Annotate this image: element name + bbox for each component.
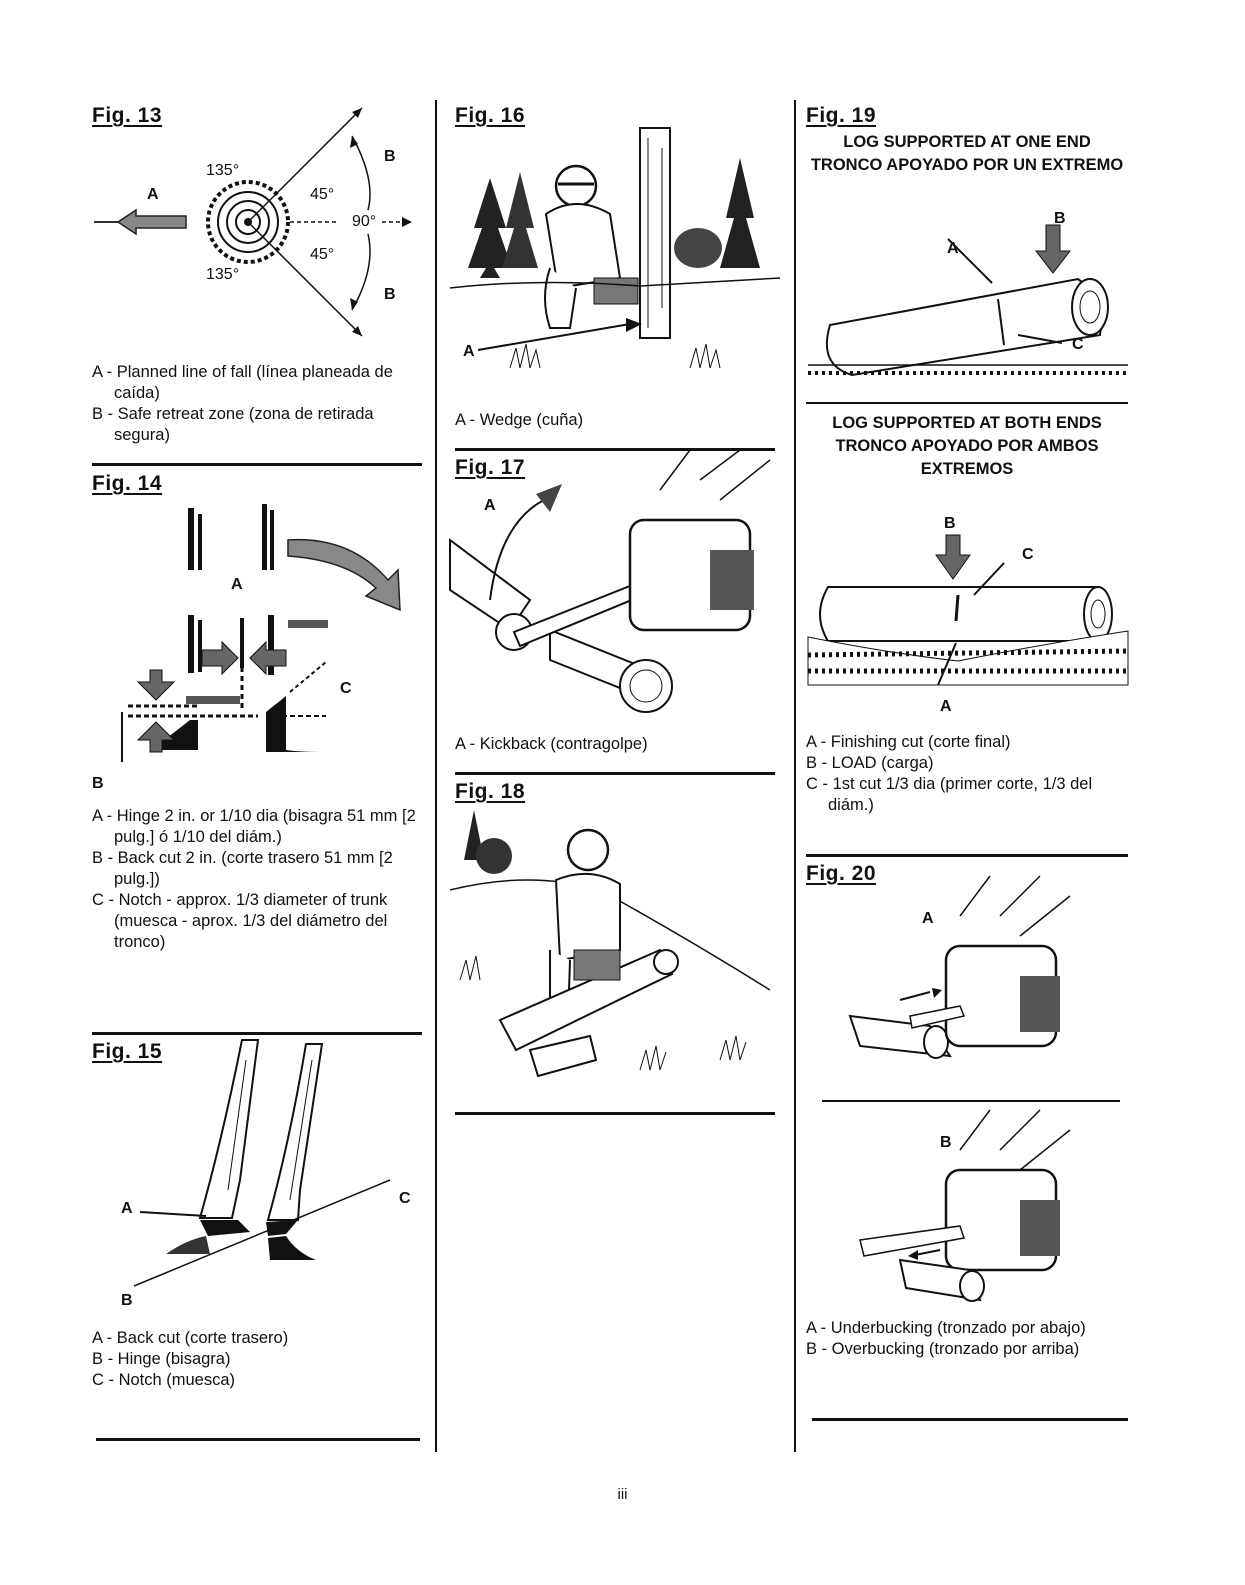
fig19-heading-line: TRONCO APOYADO POR AMBOS [835,437,1099,455]
fig20-label-b: B [940,1134,952,1151]
fig14-label-a: A [231,576,243,593]
fig19-legend-item: A - Finishing cut (corte final) [806,733,1011,751]
fig15-label-b: B [121,1292,133,1309]
fig19-one-end-label-b: B [1054,210,1066,227]
fig19-legend-item: B - LOAD (carga) [806,754,934,772]
fig18-rule [455,1112,775,1115]
fig16-legend: A - Wedge (cuña) [455,410,775,431]
fig16-legend-item: A - Wedge (cuña) [455,411,584,429]
fig13-label-45-top: 45° [310,186,335,203]
fig17-kickback-illustration [449,449,771,713]
fig18-bucking-illustration [449,810,771,1078]
fig19-log-both-ends-diagram [807,534,1129,686]
fig13-legend-item: A - Planned line of fall (línea planeada… [92,363,393,402]
fig13-felling-diagram [94,107,412,337]
fig14-label-b: B [92,775,104,792]
fig17-legend: A - Kickback (contragolpe) [455,734,775,755]
fig17-rule [455,772,775,775]
fig14-legend-item: C - Notch - approx. 1/3 diameter of trun… [92,891,388,951]
fig14-legend-item: B - Back cut 2 in. (corte trasero 51 mm … [92,849,393,888]
fig15-label-c: C [399,1190,411,1207]
fig20-rule [812,1418,1128,1421]
fig20-overbucking-illustration [859,1109,1071,1302]
fig19-legend: A - Finishing cut (corte final) B - LOAD… [806,732,1128,816]
fig20-legend-item: B - Overbucking (tronzado por arriba) [806,1340,1080,1358]
fig13-label-45-bottom: 45° [310,246,335,263]
fig17-title: Fig. 17 [455,456,526,479]
fig13-label-135-top: 135° [206,162,240,179]
fig14-legend: A - Hinge 2 in. or 1/10 dia (bisagra 51 … [92,806,422,953]
fig13-legend: A - Planned line of fall (línea planeada… [92,362,422,446]
fig13-rule [92,463,422,466]
fig13-legend-item: B - Safe retreat zone (zona de retirada … [92,405,374,444]
fig19-title: Fig. 19 [806,104,877,127]
fig19-both-ends-label-c: C [1022,546,1034,563]
fig20-label-a: A [922,910,934,927]
fig13-label-a: A [147,186,159,203]
fig13-title: Fig. 13 [92,104,163,127]
fig15-title: Fig. 15 [92,1040,163,1063]
fig15-legend: A - Back cut (corte trasero) B - Hinge (… [92,1328,422,1391]
fig18-title: Fig. 18 [455,780,526,803]
fig13-label-b-bottom: B [384,286,396,303]
fig19-both-ends-label-b: B [944,515,956,532]
fig15-tree-cut-diagram [133,1039,391,1287]
fig20-mid-rule [822,1100,1120,1102]
fig14-rule [92,1032,422,1035]
fig20-underbucking-illustration [848,875,1071,1059]
fig19-heading-line: TRONCO APOYADO POR UN EXTREMO [810,156,1124,174]
fig13-label-135-bottom: 135° [206,266,240,283]
fig15-legend-item: B - Hinge (bisagra) [92,1350,231,1368]
fig14-title: Fig. 14 [92,472,163,495]
fig19-heading-both-ends: LOG SUPPORTED AT BOTH ENDS TRONCO APOYAD… [806,412,1128,481]
fig19-rule [806,854,1128,857]
fig15-legend-item: A - Back cut (corte trasero) [92,1329,289,1347]
fig20-title: Fig. 20 [806,862,877,885]
fig19-heading-line: EXTREMOS [920,460,1014,478]
fig16-title: Fig. 16 [455,104,526,127]
fig19-mid-rule [806,402,1128,404]
fig19-heading-line: LOG SUPPORTED AT ONE END [843,133,1091,151]
fig19-both-ends-label-a: A [940,698,952,715]
fig16-label-a: A [463,343,475,360]
fig20-legend: A - Underbucking (tronzado por abajo) B … [806,1318,1128,1360]
page-number: iii [617,1486,628,1503]
fig16-rule [455,448,775,451]
fig17-label-a: A [484,497,496,514]
fig15-rule [96,1438,420,1441]
fig19-log-one-end-diagram [808,224,1128,377]
fig14-label-c: C [340,680,352,697]
fig13-label-b-top: B [384,148,396,165]
fig19-heading-one-end: LOG SUPPORTED AT ONE END TRONCO APOYADO … [806,131,1128,177]
fig19-one-end-label-c: C [1072,336,1084,353]
fig19-legend-item: C - 1st cut 1/3 dia (primer corte, 1/3 d… [806,775,1093,814]
fig19-heading-line: LOG SUPPORTED AT BOTH ENDS [832,414,1102,432]
fig15-label-a: A [121,1200,133,1217]
fig16-wedge-illustration [449,127,781,369]
column-divider-right [794,100,796,1452]
fig19-one-end-label-a: A [947,240,959,257]
fig17-legend-item: A - Kickback (contragolpe) [455,735,648,753]
fig14-legend-item: A - Hinge 2 in. or 1/10 dia (bisagra 51 … [92,807,416,846]
fig13-label-90: 90° [352,213,377,230]
fig14-notch-diagram [121,504,401,762]
fig15-legend-item: C - Notch (muesca) [92,1371,236,1389]
fig20-legend-item: A - Underbucking (tronzado por abajo) [806,1319,1086,1337]
column-divider-left [435,100,437,1452]
